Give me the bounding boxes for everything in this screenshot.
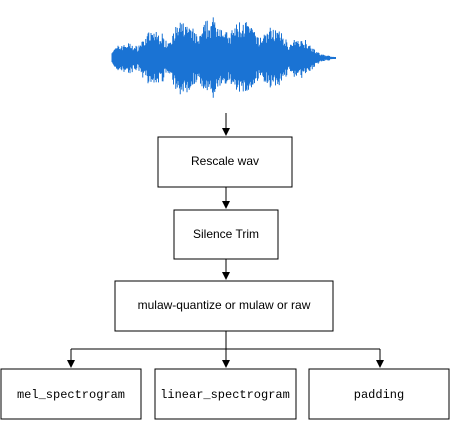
node-silence-trim-label: Silence Trim (193, 227, 259, 241)
node-padding: padding (308, 368, 450, 420)
node-linear-spectrogram: linear_spectrogram (154, 368, 297, 420)
node-linear-spectrogram-label: linear_spectrogram (160, 388, 290, 402)
node-padding-label: padding (354, 388, 404, 402)
fan-out-edges (67, 331, 384, 368)
node-silence-trim: Silence Trim (173, 209, 279, 260)
audio-waveform-icon (111, 17, 336, 98)
node-mel-spectrogram-label: mel_spectrogram (17, 388, 125, 402)
node-mel-spectrogram: mel_spectrogram (0, 368, 142, 420)
node-rescale-wav-label: Rescale wav (191, 154, 259, 168)
node-quantize-label: mulaw-quantize or mulaw or raw (138, 298, 311, 312)
node-rescale-wav: Rescale wav (157, 136, 293, 188)
node-quantize: mulaw-quantize or mulaw or raw (114, 280, 334, 332)
